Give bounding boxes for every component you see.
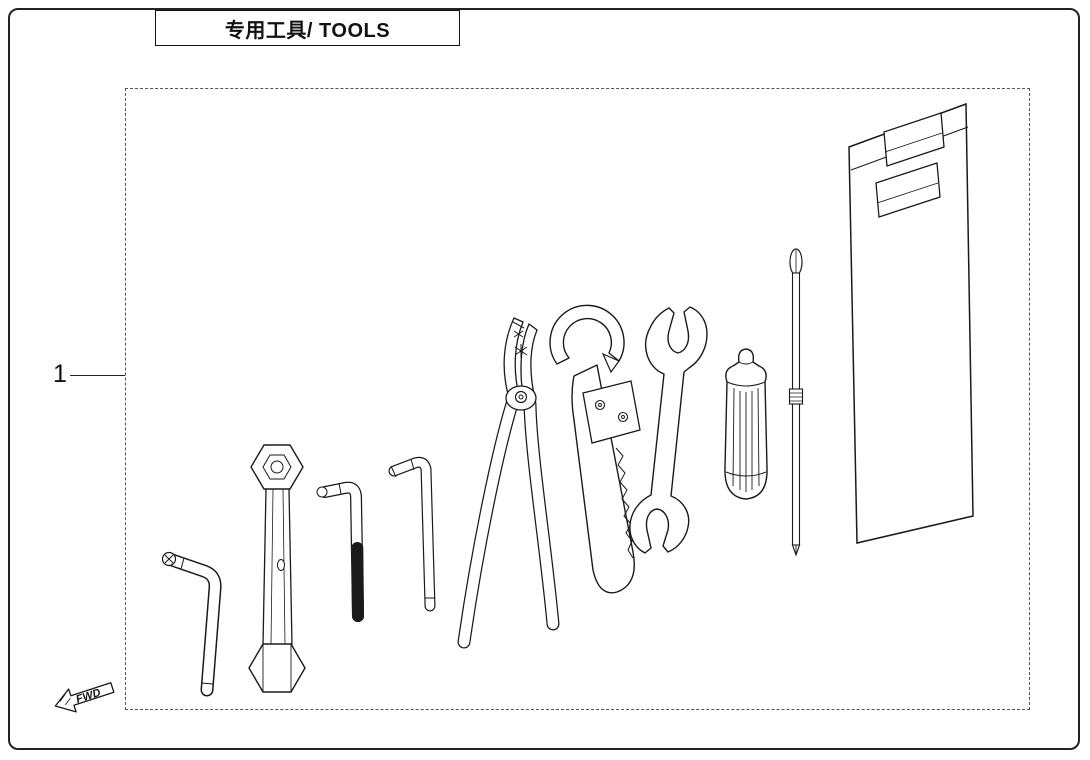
socket-wrench-drawing (248, 444, 306, 693)
hook-spanner-drawing (549, 304, 641, 594)
page-title: 专用工具/ TOOLS (224, 19, 391, 42)
callout-leader-line (70, 375, 125, 376)
hex-key-large-drawing (316, 481, 364, 622)
open-end-wrench-drawing (629, 306, 708, 554)
screwdriver-shaft-drawing (788, 248, 804, 557)
fwd-arrow: FWD (54, 682, 115, 713)
callout-number: 1 (53, 360, 67, 388)
fwd-label: FWD (75, 687, 103, 706)
page-border (8, 8, 1080, 750)
hex-key-small-drawing (388, 456, 436, 612)
title-box: 专用工具/ TOOLS (155, 10, 460, 46)
tool-pouch-drawing (848, 102, 974, 544)
torx-l-key-drawing (161, 551, 222, 697)
screwdriver-handle-drawing (724, 348, 768, 500)
tools-group-boundary (125, 88, 1030, 710)
pliers-drawing (457, 317, 560, 649)
